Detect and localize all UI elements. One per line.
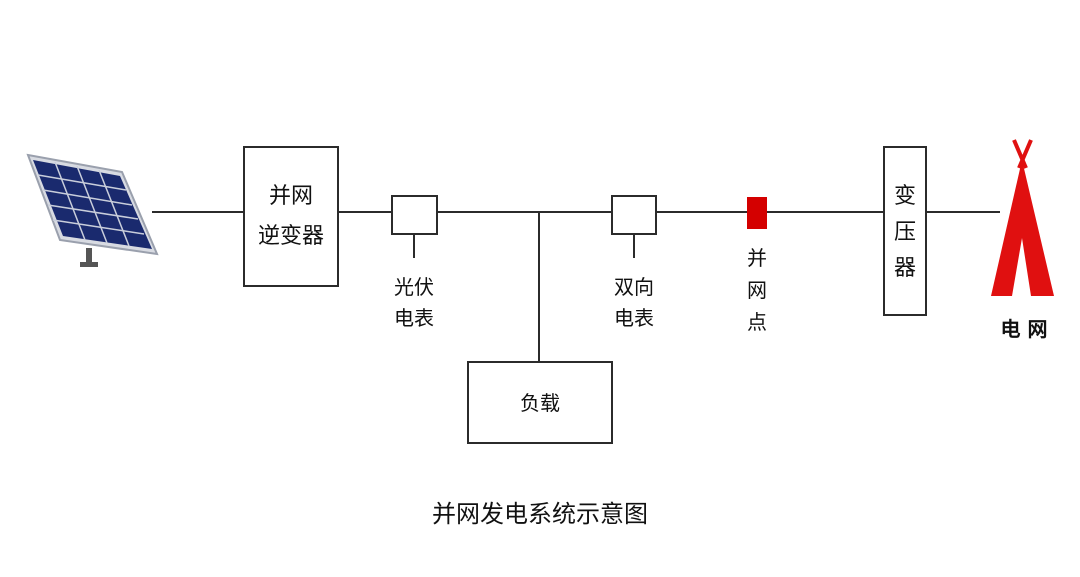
inverter-label-line1: 并网 (269, 184, 313, 209)
grid-point-char-3: 点 (747, 310, 767, 334)
transformer-char-2: 压 (894, 220, 916, 245)
bidirectional-meter: 双向 电表 (611, 195, 657, 330)
load-box: 负载 (467, 361, 613, 444)
grid-connection-point: 并 网 点 (747, 197, 767, 334)
diagram-caption: 并网发电系统示意图 (432, 500, 648, 528)
grid-point-char-1: 并 (747, 246, 767, 270)
transformer-box: 变 压 器 (883, 146, 927, 316)
grid-label: 电 网 (1001, 317, 1048, 341)
inverter-box: 并网 逆变器 (243, 146, 339, 287)
solar-panel-icon (26, 153, 159, 267)
bidirectional-meter-label-line1: 双向 (614, 275, 654, 299)
load-label: 负载 (520, 391, 560, 415)
bus-line (152, 211, 1000, 362)
inverter-label-line2: 逆变器 (258, 224, 324, 249)
pv-meter-label-line1: 光伏 (394, 275, 434, 299)
grid-tower-icon (991, 139, 1054, 296)
pv-meter: 光伏 电表 (391, 195, 438, 330)
grid-point-char-2: 网 (747, 278, 767, 302)
pv-meter-label-line2: 电表 (394, 306, 434, 330)
transformer-char-3: 器 (894, 256, 916, 281)
bidirectional-meter-label-line2: 电表 (614, 306, 654, 330)
transformer-char-1: 变 (894, 184, 916, 209)
